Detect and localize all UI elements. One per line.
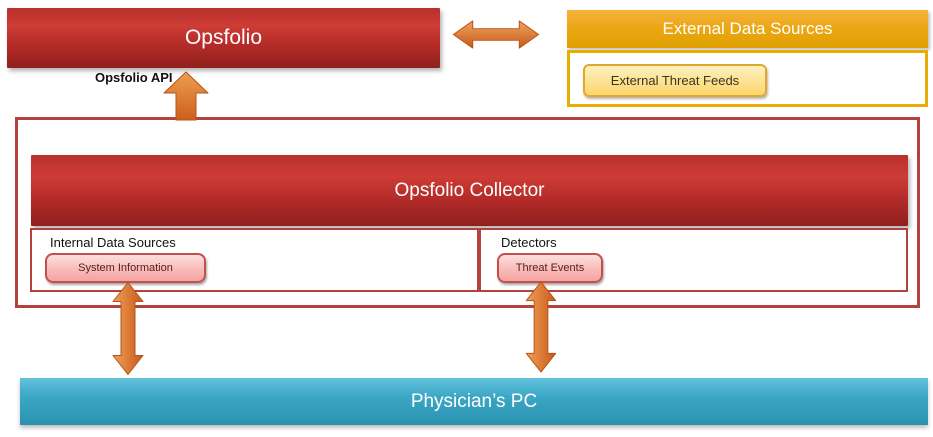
- physicians-pc-label: Physician’s PC: [410, 390, 538, 412]
- opsfolio-collector-label: Opsfolio Collector: [394, 179, 545, 201]
- internal-data-sources-title: Internal Data Sources: [50, 235, 176, 250]
- opsfolio-collector-box: Opsfolio Collector: [31, 155, 908, 226]
- up-arrow-icon: [163, 71, 209, 121]
- threat-events-shape: Threat Events: [497, 253, 603, 283]
- bidirectional-horizontal-arrow-icon: [452, 20, 540, 49]
- threat-events-label: Threat Events: [515, 262, 585, 274]
- bidirectional-vertical-arrow-right-icon: [525, 281, 557, 373]
- internal-data-sources-box: Internal Data Sources System Information: [30, 228, 479, 292]
- physicians-pc-box: Physician’s PC: [20, 378, 928, 425]
- external-data-sources-title: External Data Sources: [662, 19, 833, 38]
- detectors-title: Detectors: [501, 235, 557, 250]
- external-threat-feeds-label: External Threat Feeds: [610, 73, 740, 88]
- detectors-box: Detectors Threat Events: [479, 228, 908, 292]
- system-information-shape: System Information: [45, 253, 206, 283]
- external-data-sources-header: External Data Sources: [567, 10, 928, 48]
- opsfolio-label: Opsfolio: [184, 26, 263, 49]
- bidirectional-vertical-arrow-left-icon: [112, 282, 144, 375]
- collector-outer-container: [15, 117, 920, 308]
- opsfolio-box: Opsfolio: [7, 8, 440, 68]
- system-information-label: System Information: [78, 262, 173, 274]
- external-threat-feeds-shape: External Threat Feeds: [583, 64, 767, 97]
- opsfolio-api-label: Opsfolio API: [95, 70, 173, 85]
